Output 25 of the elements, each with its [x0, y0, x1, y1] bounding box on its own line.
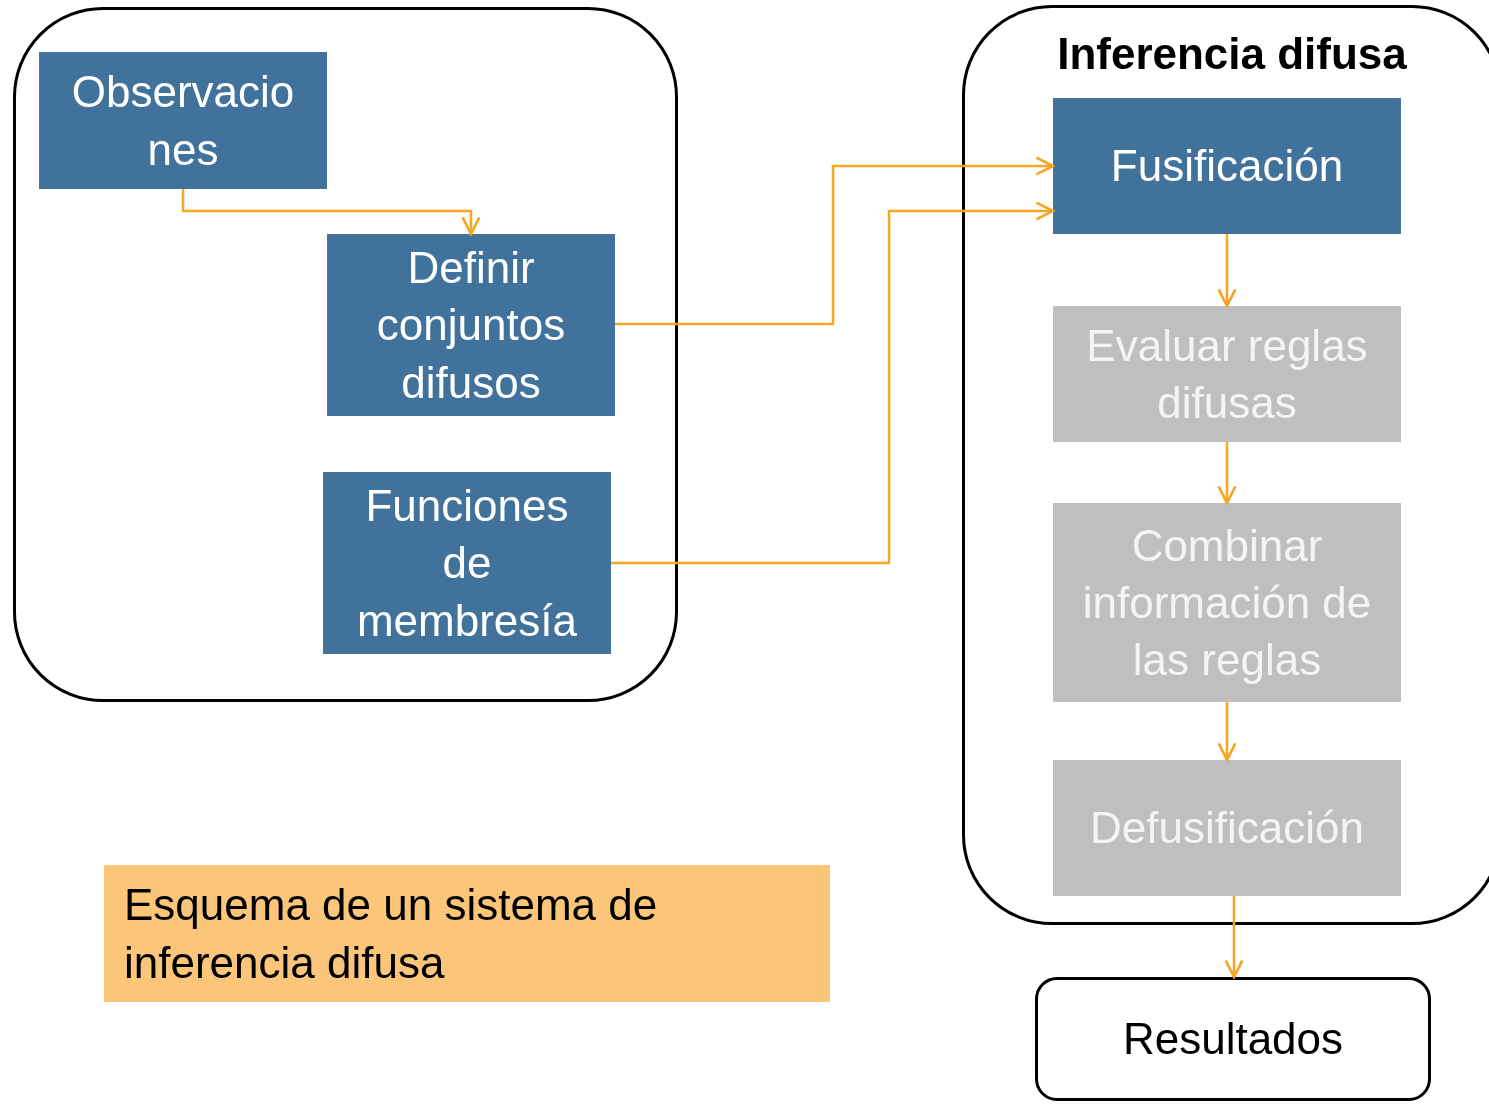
rounded-box [1035, 977, 1431, 1101]
arrow [611, 201, 1055, 565]
caption-box [104, 865, 830, 1002]
caption-text: Esquema de un sistema de inferencia difusa [124, 879, 659, 989]
process-box [1053, 760, 1401, 896]
rounded-container [13, 7, 678, 702]
process-box [1053, 98, 1401, 234]
process-box [1053, 503, 1401, 702]
process-box [327, 234, 615, 416]
process-box [1053, 306, 1401, 442]
arrow [1217, 234, 1237, 308]
box-label: Fusificación [1110, 140, 1344, 193]
process-box [323, 472, 611, 654]
box-label: Resultados [1122, 1013, 1344, 1066]
box-label: Funciones de membresía [355, 480, 579, 647]
container-heading: Inferencia difusa [1057, 30, 1407, 79]
arrow [181, 189, 481, 236]
arrow [615, 156, 1055, 326]
process-box [39, 52, 327, 189]
box-label: Definir conjuntos difusos [375, 242, 567, 409]
arrow [1217, 442, 1237, 505]
rounded-container [962, 5, 1489, 925]
arrow [1224, 896, 1244, 979]
box-label: Observaciones [70, 66, 296, 176]
arrow [1217, 702, 1237, 762]
